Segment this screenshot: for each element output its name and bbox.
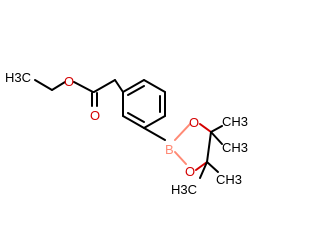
bond-boron-obottom [174, 151, 187, 165]
label-ethyl-ch3: H3C [5, 70, 31, 85]
bond-c-c-ring [206, 131, 212, 163]
bond-methyl-3 [206, 161, 219, 173]
ring-bond-4 [143, 115, 166, 129]
ring-inner-double-3 [127, 112, 145, 123]
label-ring-oxygen-top: O [189, 115, 199, 130]
structure-diagram: H3C O O B O O CH3 CH3 CH3 H3C [5, 70, 248, 197]
ring-bond-1 [122, 79, 145, 93]
label-methyl-3: CH3 [216, 172, 242, 187]
bond-ring-boron [143, 127, 166, 141]
label-ester-oxygen: O [64, 74, 74, 89]
bond-obottom-c [195, 161, 208, 171]
bond-oester-ccarbonyl [73, 81, 94, 93]
bond-otop-c [199, 123, 212, 133]
bond-methyl-2 [210, 131, 223, 145]
bond-boron-otop [174, 123, 191, 141]
label-ring-oxygen-bottom: O [185, 164, 195, 179]
bond-ccarbonyl-ch2 [93, 79, 116, 93]
label-methyl-1: CH3 [222, 114, 248, 129]
label-carbonyl-oxygen: O [90, 108, 100, 123]
bond-methyl-1 [210, 125, 223, 133]
bond-methyl-4 [199, 161, 208, 179]
ring-bond-2 [143, 79, 166, 93]
bond-ch2-ring [114, 79, 124, 93]
bond-ch2-oester [51, 81, 66, 91]
bond-ethyl-ch3-ch2 [34, 79, 53, 91]
label-methyl-4: H3C [171, 182, 197, 197]
ring-inner-double-1 [127, 85, 145, 96]
label-methyl-2: CH3 [222, 140, 248, 155]
label-boron: B [165, 142, 174, 157]
ring-bond-5 [122, 115, 145, 129]
